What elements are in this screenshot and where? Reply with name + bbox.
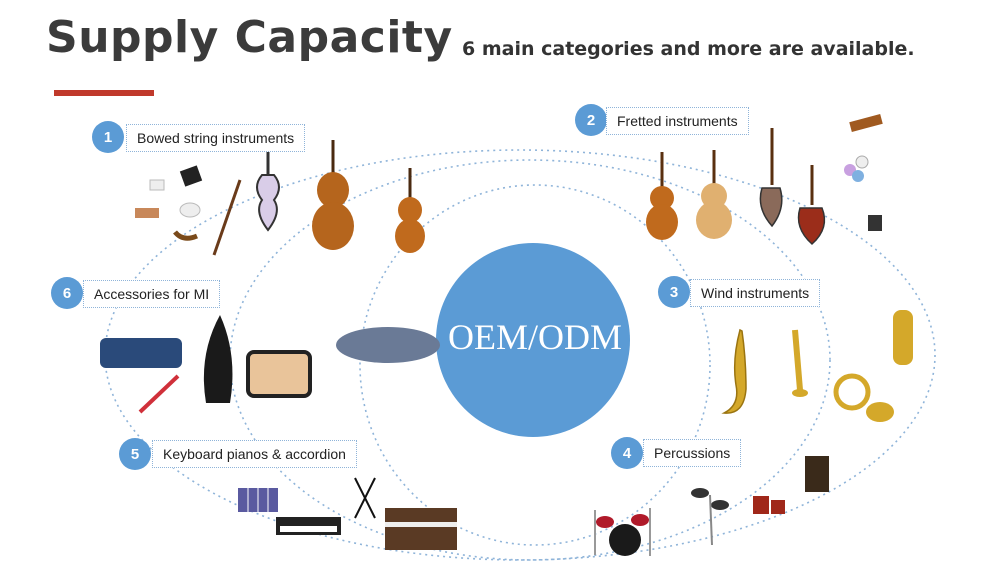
saxophone-icon: [721, 328, 747, 414]
violin-case-icon: [246, 350, 312, 398]
category-6-badge: 6: [51, 277, 83, 309]
instrument-case-icon: [100, 338, 182, 368]
electronic-drum-icon: [691, 488, 729, 546]
guitar-picks-icon: [844, 155, 869, 182]
electric-violin-icon: [256, 150, 280, 232]
category-6-label: Accessories for MI: [83, 280, 221, 308]
bass-guitar-icon: [759, 128, 783, 228]
keyboard-stand-icon: [354, 477, 376, 519]
classical-guitar-icon: [646, 152, 678, 240]
category-5-badge: 5: [119, 438, 151, 470]
category-3-badge: 3: [658, 276, 690, 308]
accessory-items-icon: [135, 165, 203, 241]
category-2-badge: 2: [575, 104, 607, 136]
category-5-label: Keyboard pianos & accordion: [152, 440, 357, 468]
accordion-icon: [238, 488, 278, 512]
title-underline: [54, 90, 154, 96]
keyboard-icon: [276, 517, 341, 535]
outer-ring: [104, 149, 936, 561]
cajon-icon: [805, 456, 829, 492]
page-title: Supply Capacity: [46, 12, 453, 63]
inner-ring: [359, 184, 711, 546]
category-2-label: Fretted instruments: [606, 107, 749, 135]
cello-case-icon: [203, 315, 233, 403]
bow-icon: [212, 179, 242, 256]
trumpet-icon: [792, 329, 808, 397]
euphonium-icon: [893, 310, 913, 365]
drum-kit-icon: [594, 508, 651, 556]
guitar-case-icon: [336, 327, 440, 363]
capo-icon: [849, 114, 883, 132]
category-1-label: Bowed string instruments: [126, 124, 306, 152]
category-1-badge: 1: [92, 121, 124, 153]
category-4-badge: 4: [611, 437, 643, 469]
center-label: OEM/ODM: [447, 317, 622, 357]
bongo-icon: [753, 496, 785, 514]
electric-guitar-icon: [797, 165, 826, 246]
digital-piano-icon: [385, 508, 457, 550]
category-3-label: Wind instruments: [690, 279, 821, 307]
center-circle: [436, 243, 630, 437]
bow-case-icon: [138, 374, 180, 414]
french-horn-icon: [833, 373, 894, 422]
category-4-label: Percussions: [643, 439, 742, 467]
cello-icon: [312, 140, 354, 250]
page-subtitle: 6 main categories and more are available…: [462, 38, 915, 60]
violin-icon: [395, 168, 425, 253]
tuner-icon: [868, 215, 882, 231]
acoustic-guitar-icon: [696, 150, 732, 239]
